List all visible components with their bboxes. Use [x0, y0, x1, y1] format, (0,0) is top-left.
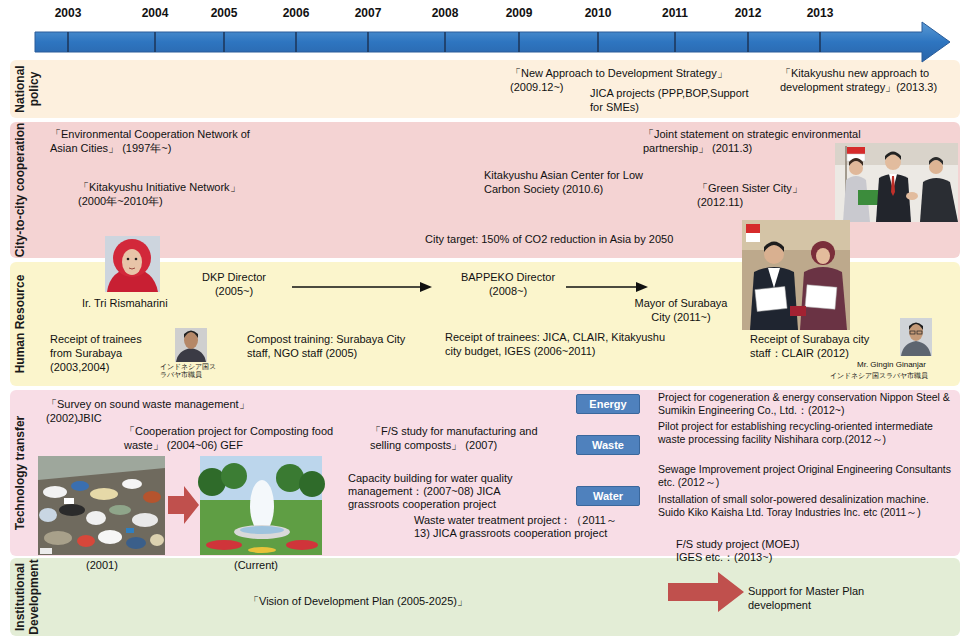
project-text: Installation of small solor-powered desa…	[658, 493, 958, 519]
role-text: Mayor of Surabaya City (2011~)	[628, 296, 734, 324]
handshake-photo	[835, 143, 958, 222]
project-text: F/S study project (MOEJ) IGES etc.：(2013…	[676, 538, 821, 564]
policy-text: 「Kitakyushu new approach to development …	[780, 66, 958, 94]
person-name: Mr. Gingin Ginanjar	[857, 360, 926, 370]
year-label: 2012	[726, 6, 770, 20]
project-text: 「Cooperation project for Composting food…	[124, 424, 342, 452]
staff-portrait	[175, 328, 207, 362]
sector-label: Water	[593, 490, 623, 503]
year-label: 2006	[274, 6, 318, 20]
photo-caption: インドネシア国スラバヤ市職員	[160, 363, 220, 379]
cooperation-text: Kitakyushu Asian Center for Low Carbon S…	[484, 168, 649, 196]
role-text: DKP Director (2005~)	[194, 270, 274, 298]
year-label: 2010	[576, 6, 620, 20]
band-heading: Human Resource	[13, 262, 27, 386]
trainee-text: Compost training: Surabaya City staff, N…	[247, 332, 415, 360]
role-text: BAPPEKO Director (2008~)	[452, 270, 564, 298]
target-text: City target: 150% of CO2 reduction in As…	[425, 232, 673, 246]
project-text: Sewage Improvement project Original Engi…	[658, 463, 958, 489]
project-text: Project for cogeneration & energy conser…	[658, 391, 958, 417]
sector-box: Water	[576, 486, 640, 506]
photo-year: (Current)	[234, 558, 278, 572]
year-label: 2009	[497, 6, 541, 20]
project-text: 「F/S study for manufacturing and selling…	[370, 424, 568, 452]
year-label: 2005	[202, 6, 246, 20]
trainee-text: Receipt of Surabaya city staff：CLAIR (20…	[750, 332, 896, 360]
cooperation-text: 「Kitakyushu Initiative Network」 (2000年~2…	[78, 180, 268, 208]
trainee-text: Receipt of trainees: JICA, CLAIR, Kitaky…	[445, 330, 667, 358]
project-text: Pilot project for establishing recycling…	[658, 420, 958, 446]
year-label: 2004	[133, 6, 177, 20]
sector-box: Energy	[576, 394, 640, 414]
band-heading: National policy	[13, 60, 41, 118]
year-label: 2011	[653, 6, 697, 20]
mayor-portrait	[105, 236, 160, 292]
timeline-arrow	[35, 22, 950, 62]
policy-text: JICA projects (PPP,BOP,Support for SMEs)	[590, 86, 755, 114]
band-heading: Institutional Development	[13, 558, 41, 636]
plan-text: Support for Master Plan development	[748, 584, 898, 612]
band-heading: Technology transfer	[13, 390, 27, 556]
project-text: 「Survey on sound waste management」 (2002…	[46, 397, 264, 425]
year-label: 2007	[346, 6, 390, 20]
trainee-text: Receipt of trainees from Surabaya (2003,…	[50, 332, 162, 374]
photo-year: (2001)	[86, 558, 118, 572]
cooperation-text: 「Green Sister City」 (2012.11)	[697, 181, 825, 209]
project-text: Waste water treatment project：（2011～13) …	[414, 514, 630, 540]
plan-text: 「Vision of Development Plan (2005-2025)」	[248, 594, 468, 608]
sector-box: Waste	[576, 435, 640, 455]
year-label: 2008	[423, 6, 467, 20]
year-label: 2013	[798, 6, 842, 20]
person-name: Ir. Tri Rismaharini	[82, 296, 168, 310]
park-photo	[198, 456, 325, 555]
year-label: 2003	[46, 6, 90, 20]
cooperation-text: 「Joint statement on strategic environmen…	[643, 127, 905, 155]
photo-caption: インドネシア国スラバヤ市職員	[830, 371, 928, 380]
sector-label: Energy	[589, 398, 626, 411]
cooperation-text: 「Environmental Cooperation Network of As…	[50, 127, 262, 155]
project-text: Capacity building for water quality mana…	[348, 472, 553, 511]
sector-label: Waste	[592, 439, 624, 452]
gingin-portrait	[900, 318, 932, 356]
band-heading: City-to-city cooperation	[13, 122, 27, 258]
garbage-photo	[38, 456, 165, 555]
signing-photo	[742, 220, 850, 330]
